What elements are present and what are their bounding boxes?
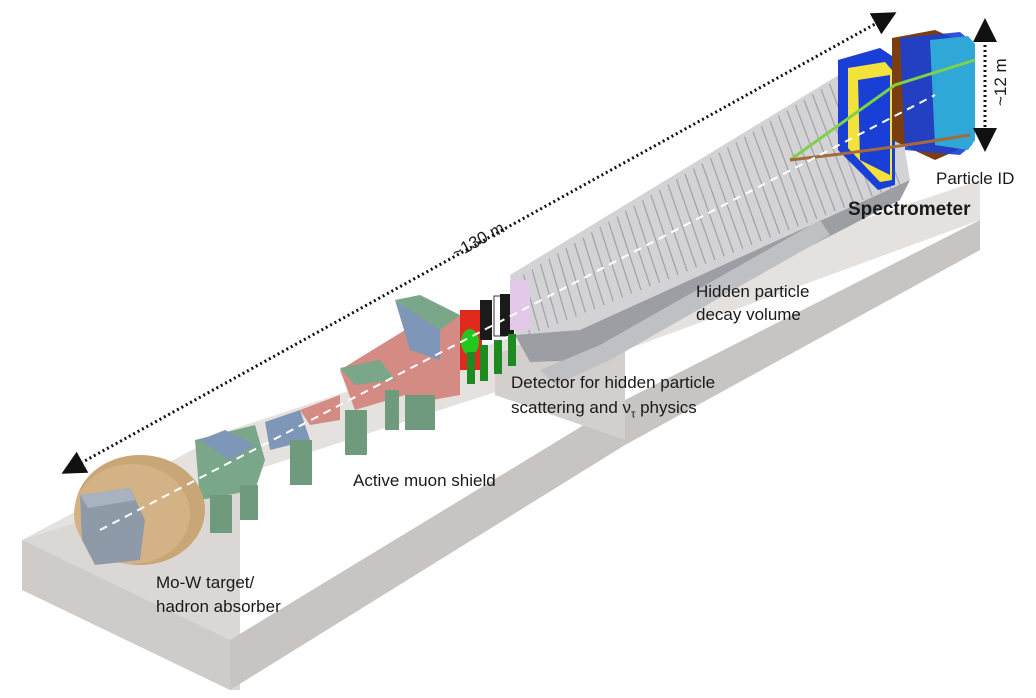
detector-label-prefix: scattering and [511,398,623,417]
particle-id-label: Particle ID [936,169,1015,188]
detector-label-1: Detector for hidden particle [511,373,716,392]
nu-symbol: ν [622,398,632,417]
muon-shield-label: Active muon shield [353,471,496,490]
height-label: ~12 m [991,58,1010,106]
length-dimension-arrow [61,12,897,474]
decay-volume-label-1: Hidden particle [696,282,810,301]
spectrometer-label: Spectrometer [848,199,971,220]
target-label-2: hadron absorber [156,597,281,616]
detector-label-suffix: physics [635,398,697,417]
decay-volume-label-2: decay volume [696,305,801,324]
detector-label-2: scattering and ντ physics [511,397,697,425]
target-label-1: Mo-W target/ [156,573,255,592]
tau-subscript: τ [631,408,636,421]
